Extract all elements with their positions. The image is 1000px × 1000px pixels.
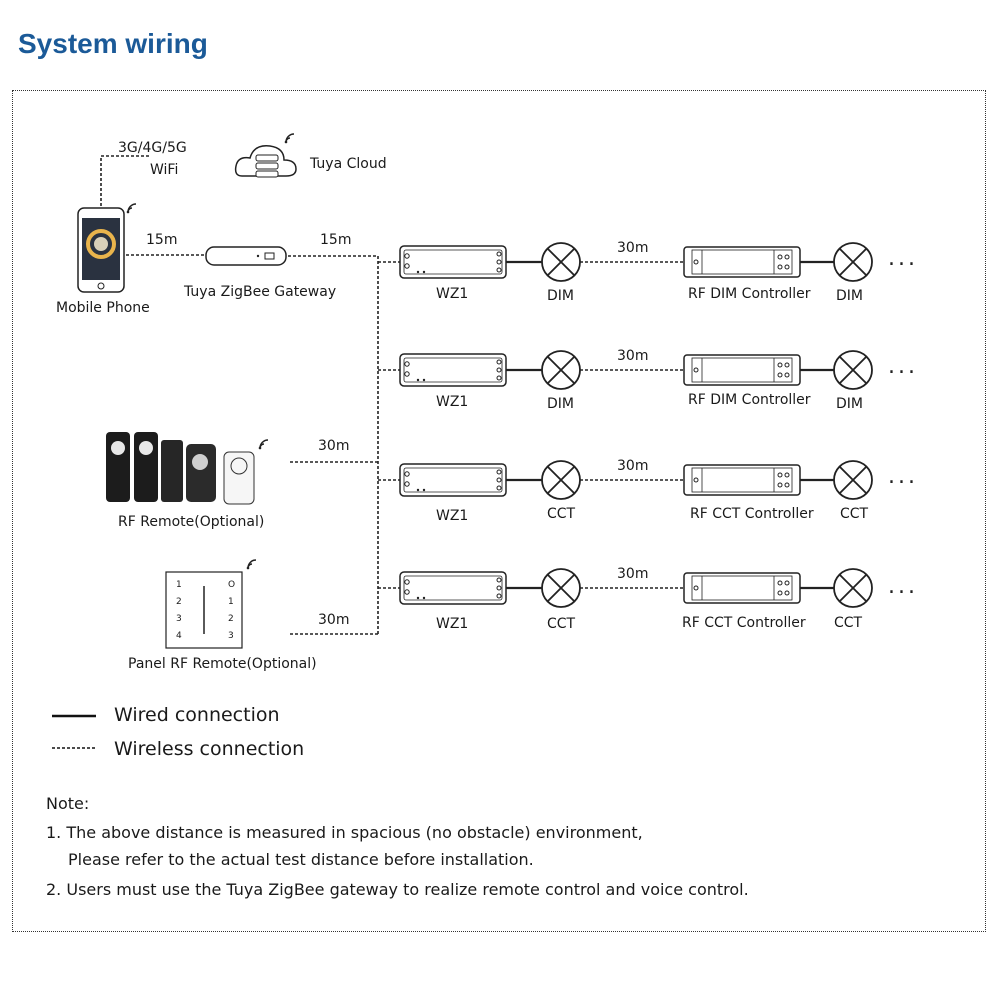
row-rf-controller-label: RF DIM Controller <box>688 392 811 408</box>
phone-label: Mobile Phone <box>56 300 150 316</box>
row-2 <box>399 350 873 390</box>
panel-key: 3 <box>176 614 182 624</box>
gateway-icon <box>205 246 287 266</box>
row-1 <box>399 242 873 282</box>
more-indicator: ... <box>888 464 918 489</box>
network-label: 3G/4G/5G <box>118 140 187 156</box>
cloud-link-line <box>100 155 150 206</box>
row-controller-label: WZ1 <box>436 286 469 302</box>
panel-key: 3 <box>228 631 234 641</box>
cloud-icon <box>234 133 297 178</box>
panel-remote-distance: 30m <box>318 612 350 628</box>
diagram-frame <box>12 90 986 932</box>
row-lamp-label: DIM <box>547 288 574 304</box>
row-rf-controller-label: RF CCT Controller <box>690 506 814 522</box>
row-controller-label: WZ1 <box>436 508 469 524</box>
gateway-distance: 15m <box>320 232 352 248</box>
row-lamp-label: CCT <box>547 616 576 632</box>
row-rf-controller-label: RF DIM Controller <box>688 286 811 302</box>
panel-key: 4 <box>176 631 182 641</box>
row-4 <box>399 568 873 608</box>
note-heading: Note: <box>46 794 90 813</box>
note-1b: Please refer to the actual test distance… <box>68 850 534 869</box>
legend-wireless-label: Wireless connection <box>114 738 305 760</box>
panel-key: O <box>228 580 236 590</box>
rf-remote-distance: 30m <box>318 438 350 454</box>
more-indicator: ... <box>888 246 918 271</box>
row-distance: 30m <box>617 458 649 474</box>
gateway-label: Tuya ZigBee Gateway <box>184 284 337 300</box>
row-lamp-label: CCT <box>547 506 576 522</box>
row-controller-label: WZ1 <box>436 394 469 410</box>
row-distance: 30m <box>617 240 649 256</box>
row-lamp2-label: CCT <box>840 506 869 522</box>
row-lamp2-label: DIM <box>836 396 863 412</box>
wifi-label: WiFi <box>150 162 179 178</box>
phone-distance: 15m <box>146 232 178 248</box>
row-rf-controller-label: RF CCT Controller <box>682 615 806 631</box>
row-lamp-label: DIM <box>547 396 574 412</box>
panel-key: 2 <box>176 597 182 607</box>
rf-remote-icons <box>106 432 269 505</box>
rf-remote-label: RF Remote(Optional) <box>118 514 265 530</box>
note-1a: 1. The above distance is measured in spa… <box>46 823 643 842</box>
more-indicator: ... <box>888 354 918 379</box>
legend-wired-label: Wired connection <box>114 704 280 726</box>
panel-remote-icon <box>165 559 257 649</box>
panel-key: 1 <box>176 580 182 590</box>
cloud-label: Tuya Cloud <box>310 156 387 172</box>
more-indicator: ... <box>888 574 918 599</box>
row-lamp2-label: CCT <box>834 615 863 631</box>
phone-icon <box>77 203 137 293</box>
note-2: 2. Users must use the Tuya ZigBee gatewa… <box>46 880 749 899</box>
row-distance: 30m <box>617 566 649 582</box>
row-3 <box>399 460 873 500</box>
panel-remote-label: Panel RF Remote(Optional) <box>128 656 317 672</box>
row-controller-label: WZ1 <box>436 616 469 632</box>
row-lamp2-label: DIM <box>836 288 863 304</box>
panel-key: 1 <box>228 597 234 607</box>
row-distance: 30m <box>617 348 649 364</box>
panel-key: 2 <box>228 614 234 624</box>
page-title: System wiring <box>18 28 208 59</box>
